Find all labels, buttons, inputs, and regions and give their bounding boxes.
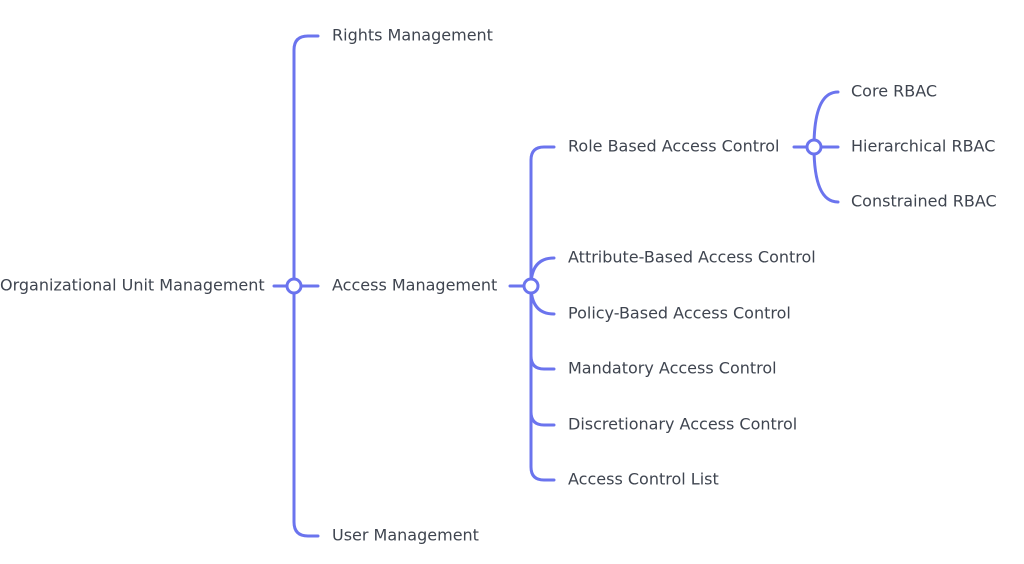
edge-rbac-constrained [812,145,840,204]
node-core-rbac: Core RBAC [851,82,937,101]
edge-rbac-core [812,90,840,149]
node-access-control-list: Access Control List [568,470,719,489]
node-hierarchical-rbac: Hierarchical RBAC [851,137,995,156]
edge-root-rights [292,34,320,288]
edge-access-rbac [529,145,556,288]
rbac-hub-icon [805,138,823,156]
mindmap-labels: Organizational Unit Management Rights Ma… [0,26,997,545]
node-root: Organizational Unit Management [0,276,265,295]
mindmap-edges [272,34,840,538]
edge-root-user [292,284,320,538]
node-rights-management: Rights Management [332,26,493,45]
edge-access-mac [529,284,556,371]
node-constrained-rbac: Constrained RBAC [851,192,997,211]
edge-access-dac [529,284,556,427]
node-discretionary-access-control: Discretionary Access Control [568,415,797,434]
node-policy-based-access-control: Policy-Based Access Control [568,304,791,323]
node-user-management: User Management [332,526,479,545]
node-role-based-access-control: Role Based Access Control [568,137,779,156]
access-hub-icon [522,277,540,295]
mindmap-hubs [285,138,823,295]
edge-access-acl [529,284,556,482]
root-hub-icon [285,277,303,295]
node-attribute-based-access-control: Attribute-Based Access Control [568,248,816,267]
node-mandatory-access-control: Mandatory Access Control [568,359,777,378]
node-access-management: Access Management [332,276,497,295]
